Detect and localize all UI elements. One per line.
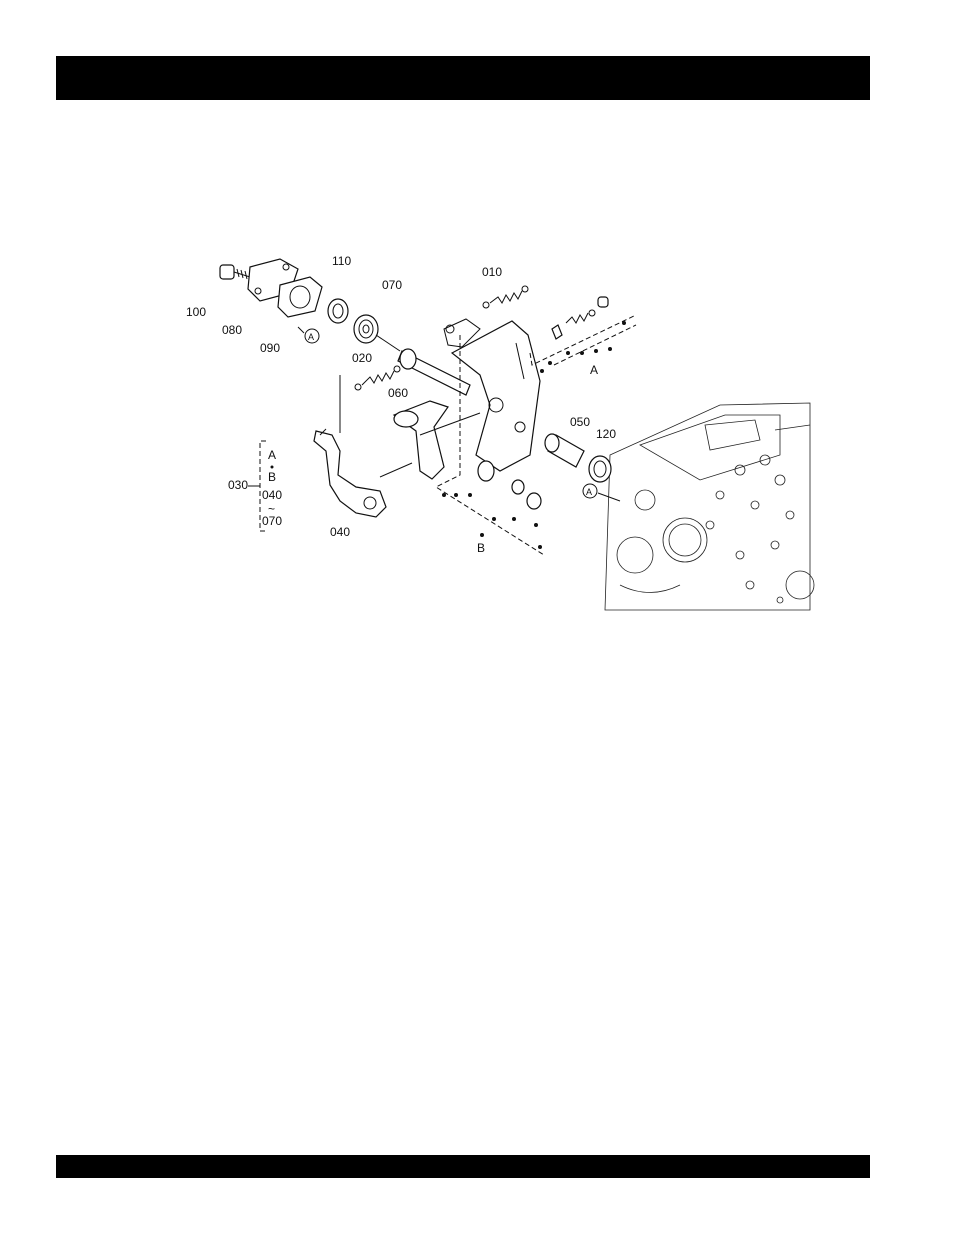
label-020: 020 <box>352 351 372 365</box>
bracket-label-a: A <box>268 448 276 462</box>
label-070: 070 <box>382 278 402 292</box>
bracket-label-040: 040 <box>262 488 282 502</box>
label-ref-b: B <box>477 541 485 555</box>
exploded-parts-diagram: 100 080 090 110 070 020 060 010 A 050 12… <box>180 255 820 615</box>
governor-lever-assembly <box>394 319 540 479</box>
parts-diagram-svg: 100 080 090 110 070 020 060 010 A 050 12… <box>180 255 820 615</box>
bracket-label-b: B <box>268 470 276 484</box>
part-110-bushing <box>328 299 348 323</box>
part-050-sleeve <box>545 434 584 467</box>
small-parts-group-b <box>478 461 541 509</box>
label-110: 110 <box>332 255 351 268</box>
ref-line-a2 <box>554 325 636 365</box>
part-100-bolt <box>220 265 250 279</box>
circle-a-label-2: A <box>586 487 592 497</box>
bracket-label-070: 070 <box>262 514 282 528</box>
part-120-bearing <box>589 456 611 482</box>
label-ref-a: A <box>590 363 598 377</box>
label-060: 060 <box>388 386 408 400</box>
engine-block <box>605 403 814 610</box>
label-090: 090 <box>260 341 280 355</box>
label-120: 120 <box>596 427 616 441</box>
label-010: 010 <box>482 265 502 279</box>
circle-a-label-1: A <box>308 332 314 342</box>
part-040-lever <box>314 429 386 517</box>
part-010-spring <box>483 286 528 308</box>
label-100: 100 <box>186 305 206 319</box>
label-040: 040 <box>330 525 350 539</box>
footer-bar <box>56 1155 870 1178</box>
label-030: 030 <box>228 478 248 492</box>
small-parts-group-a <box>552 297 608 339</box>
header-bar <box>56 56 870 100</box>
label-080: 080 <box>222 323 242 337</box>
ref-line-a <box>530 315 636 365</box>
leader-040b <box>380 463 412 477</box>
label-050: 050 <box>570 415 590 429</box>
part-070-bearing <box>354 315 378 343</box>
